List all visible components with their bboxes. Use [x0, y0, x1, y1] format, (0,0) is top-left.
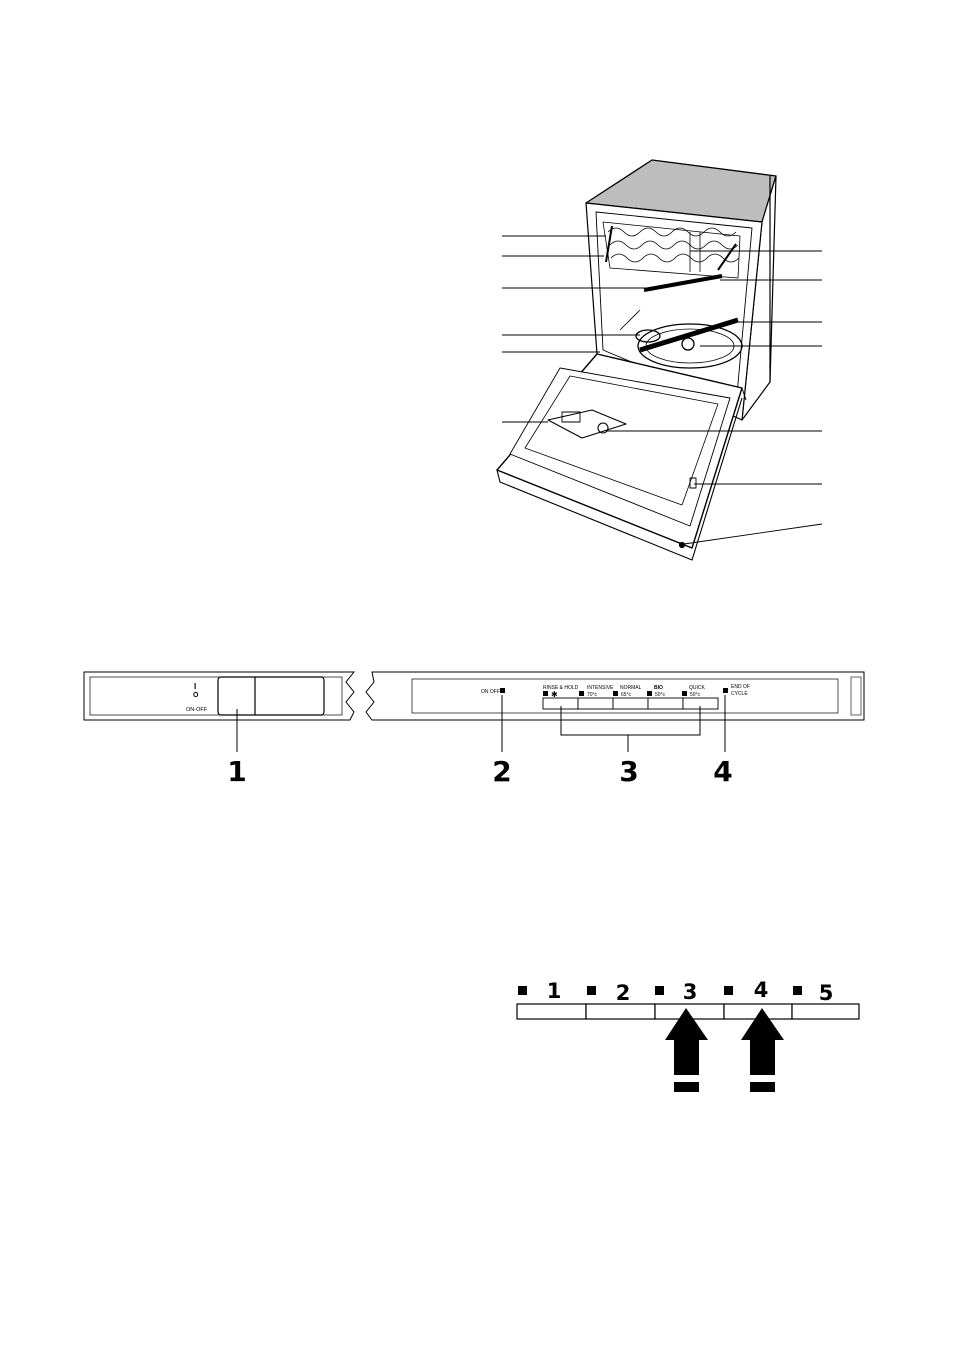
selector-number-1: 1: [547, 979, 562, 1003]
selector-led-2: [587, 986, 596, 995]
program-button-4[interactable]: [647, 697, 684, 710]
program-label-4: BIO: [654, 685, 663, 691]
callout-lines: [236, 695, 726, 752]
selector-led-1: [518, 986, 527, 995]
selector-led-4: [724, 986, 733, 995]
on-off-led-label: ON OFF: [481, 689, 500, 695]
selector-button-5[interactable]: [791, 1003, 860, 1020]
program-led-2: [579, 691, 584, 696]
program-label-5: QUICK: [689, 685, 706, 691]
detergent-dispenser: [547, 409, 627, 439]
selector-number-3: 3: [683, 980, 698, 1004]
selector-number-5: 5: [819, 981, 834, 1005]
program-label-2: INTENSIVE: [587, 685, 614, 691]
callout-numbers: 1 2 3 4: [227, 755, 732, 788]
callout-2: 2: [492, 755, 511, 788]
program-label-1: RINSE & HOLD: [543, 685, 579, 691]
callout-1: 1: [227, 755, 246, 788]
on-off-switch[interactable]: [217, 676, 325, 716]
program-selector: 1 2 3 4 5: [516, 978, 860, 1092]
program-label-5-sub: 50°c: [690, 692, 701, 698]
on-off-led: [500, 688, 505, 693]
switch-label: ON-OFF: [186, 707, 208, 713]
selector-button-2[interactable]: [585, 1003, 656, 1020]
control-panel: I O ON-OFF ON OFF RINSE & HOLD ✱ INTENSI…: [83, 671, 865, 788]
selector-led-5: [793, 986, 802, 995]
program-led-1: [543, 691, 548, 696]
selector-led-3: [655, 986, 664, 995]
program-button-2[interactable]: [577, 697, 614, 710]
salt-container: [635, 329, 661, 343]
upper-basket: [602, 221, 741, 279]
press-arrow-3-icon: [665, 1008, 708, 1092]
selector-number-2: 2: [616, 981, 631, 1005]
lower-spray-arm: [639, 317, 739, 353]
program-label-2-sub: 70°c: [587, 692, 598, 698]
leader-lines: [502, 235, 823, 545]
callout-3: 3: [619, 755, 638, 788]
press-arrow-4-icon: [741, 1008, 784, 1092]
selector-number-4: 4: [754, 978, 769, 1002]
upper-spray-arm: [643, 274, 723, 292]
end-of-cycle-label-2: CYCLE: [731, 691, 748, 697]
selector-leds: [518, 986, 802, 995]
switch-symbol-top: I: [194, 682, 196, 691]
switch-symbol-bottom: O: [193, 692, 199, 699]
program-button-3[interactable]: [612, 697, 649, 710]
program-label-3-sub: 65°c: [621, 692, 632, 698]
program-buttons[interactable]: [542, 697, 719, 710]
end-of-cycle-label-1: END OF: [731, 684, 750, 690]
program-label-3: NORMAL: [620, 685, 642, 691]
selector-numbers: 1 2 3 4 5: [547, 978, 834, 1005]
program-led-5: [682, 691, 687, 696]
program-label-4-sub: 50°c: [655, 692, 666, 698]
program-led-4: [647, 691, 652, 696]
selector-button-1[interactable]: [516, 1003, 587, 1020]
program-label-1-sub: ✱: [551, 690, 558, 699]
callout-4: 4: [713, 755, 732, 788]
end-of-cycle-led: [723, 688, 728, 693]
dishwasher-illustration: [496, 159, 777, 561]
program-led-3: [613, 691, 618, 696]
program-labels: RINSE & HOLD ✱ INTENSIVE 70°c NORMAL 65°…: [543, 685, 706, 699]
